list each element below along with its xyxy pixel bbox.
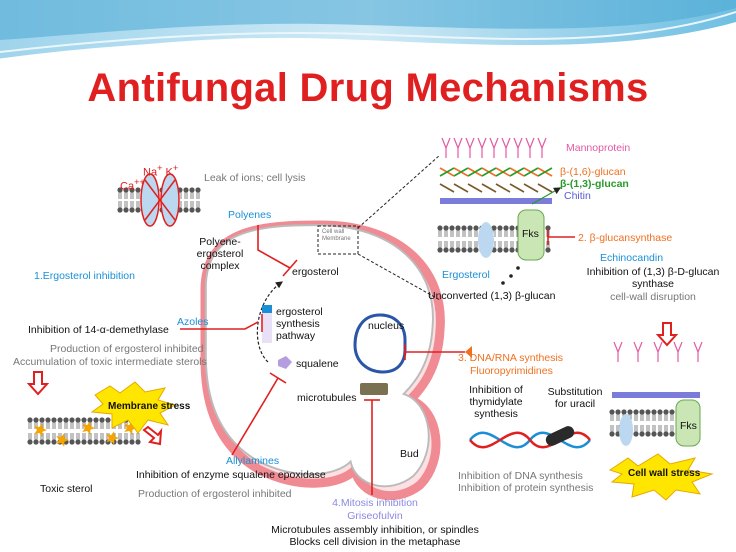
wall-disruption-label: cell-wall disruption bbox=[610, 291, 696, 303]
dna-inhibition-line: Inhibition of protein synthesis bbox=[458, 482, 594, 494]
cell-wall-panel bbox=[436, 137, 562, 285]
griseofulvin-label: Griseofulvin bbox=[347, 510, 403, 522]
thymidylate-line: thymidylate bbox=[469, 396, 523, 408]
ion-k: K bbox=[165, 166, 173, 179]
thymidylate-label: Inhibition of thymidylate synthesis bbox=[460, 384, 532, 420]
thymidylate-line: Inhibition of bbox=[469, 384, 523, 396]
production-inhibited-2-label: Production of ergosterol inhibited bbox=[138, 488, 292, 500]
toxic-sterol-label: Toxic sterol bbox=[40, 483, 93, 495]
polyenes-label: Polyenes bbox=[228, 209, 272, 221]
cell-wall-stress-label: Cell wall stress bbox=[628, 468, 701, 479]
azoles-label: Azoles bbox=[177, 316, 209, 328]
stressed-wall-panel bbox=[609, 322, 703, 447]
polyene-complex-line: Polyene- bbox=[199, 236, 241, 248]
membrane-stress-label: Membrane stress bbox=[108, 401, 191, 412]
header-wave-banner bbox=[0, 0, 736, 80]
allylamines-label: Allylamines bbox=[226, 455, 280, 467]
uracil-label: Substitution for uracil bbox=[540, 386, 610, 410]
cell-wall-membrane-label: Cell wall Membrane bbox=[322, 229, 351, 243]
mitosis-desc-line: Blocks cell division in the metaphase bbox=[289, 536, 461, 548]
echinocandin-label: Echinocandin bbox=[600, 252, 664, 264]
pill-icon bbox=[545, 426, 575, 446]
cell-wall-line: Membrane bbox=[322, 236, 351, 242]
fks-label: Fks bbox=[522, 228, 539, 240]
ion-ca-label: Ca bbox=[120, 180, 135, 193]
dna-inhibition-label: Inhibition of DNA synthesis Inhibition o… bbox=[458, 470, 593, 494]
microtubules-label: microtubules bbox=[297, 392, 357, 404]
inhibition-markers bbox=[180, 225, 575, 495]
dna-inhibition-line: Inhibition of DNA synthesis bbox=[458, 470, 583, 482]
echino-desc-line: synthase bbox=[631, 278, 675, 290]
ion-labels: Na+ K+ bbox=[143, 162, 178, 179]
uracil-line: for uracil bbox=[554, 398, 596, 410]
ion-ca-charge: ++ bbox=[134, 177, 145, 187]
inhibition-squalene-label: Inhibition of enzyme squalene epoxidase bbox=[136, 469, 326, 481]
fungal-cell bbox=[200, 220, 445, 501]
cell-wall-line: Cell wall bbox=[322, 229, 345, 235]
pathway-line: pathway bbox=[276, 330, 316, 342]
chitin-label: Chitin bbox=[564, 190, 591, 202]
echinocandin-desc: Inhibition of (1,3) β-D-glucan synthase bbox=[578, 266, 728, 290]
polyene-complex-label: Polyene- ergosterol complex bbox=[185, 236, 255, 272]
b13-glucan-label: β-(1,3)-glucan bbox=[560, 178, 629, 190]
ergosterol-label: ergosterol bbox=[292, 266, 339, 278]
mannoprotein-label: Mannoprotein bbox=[566, 142, 631, 154]
inhibition-14-label: Inhibition of 14-α-demethylase bbox=[28, 324, 169, 336]
membrane-bottom-left bbox=[26, 371, 163, 447]
pathway-line: synthesis bbox=[276, 318, 320, 330]
page-title: Antifungal Drug Mechanisms bbox=[87, 66, 649, 110]
ergosterol-zoom-label: Ergosterol bbox=[442, 269, 490, 281]
cell-wall-stress-burst bbox=[608, 453, 714, 501]
accumulation-label: Accumulation of toxic intermediate stero… bbox=[13, 356, 207, 368]
mitosis-desc-line: Microtubules assembly inhibition, or spi… bbox=[271, 524, 479, 536]
mitosis-label: 4.Mitosis inhibition bbox=[332, 497, 418, 509]
fks-label-2: Fks bbox=[680, 420, 697, 432]
ion-k-charge: + bbox=[172, 163, 179, 173]
polyene-complex-line: complex bbox=[200, 260, 240, 272]
bud-label: Bud bbox=[400, 448, 419, 460]
ergosterol-inhibition-label: 1.Ergosterol inhibition bbox=[34, 270, 135, 282]
glucansynthase-label: 2. β-glucansynthase bbox=[578, 232, 673, 244]
pathway-line: ergosterol bbox=[276, 306, 323, 318]
ion-na: Na bbox=[143, 166, 158, 179]
mitosis-desc: Microtubules assembly inhibition, or spi… bbox=[262, 524, 488, 548]
thymidylate-line: synthesis bbox=[474, 408, 518, 420]
dna-rna-label: 3. DNA/RNA synthesis bbox=[458, 352, 564, 364]
production-inhibited-label: Production of ergosterol inhibited bbox=[50, 343, 204, 355]
uracil-line: Substitution bbox=[547, 386, 603, 398]
unconverted-label: Unconverted (1,3) β-glucan bbox=[428, 290, 556, 302]
echino-desc-line: Inhibition of (1,3) β-D-glucan bbox=[586, 266, 720, 278]
fluoropyrimidines-label: Fluoropyrimidines bbox=[470, 365, 553, 377]
nucleus-label: nucleus bbox=[368, 320, 405, 332]
membrane-top-left bbox=[117, 173, 202, 227]
leak-label: Leak of ions; cell lysis bbox=[204, 172, 306, 184]
ion-na-charge: + bbox=[157, 163, 163, 173]
membrane-stress-burst bbox=[90, 381, 177, 434]
polyene-complex-line: ergosterol bbox=[196, 248, 244, 260]
ion-ca: Ca++ bbox=[120, 176, 145, 193]
squalene-label: squalene bbox=[296, 358, 339, 370]
b16-glucan-label: β-(1,6)-glucan bbox=[560, 166, 626, 178]
pathway-label: ergosterol synthesis pathway bbox=[276, 306, 323, 342]
